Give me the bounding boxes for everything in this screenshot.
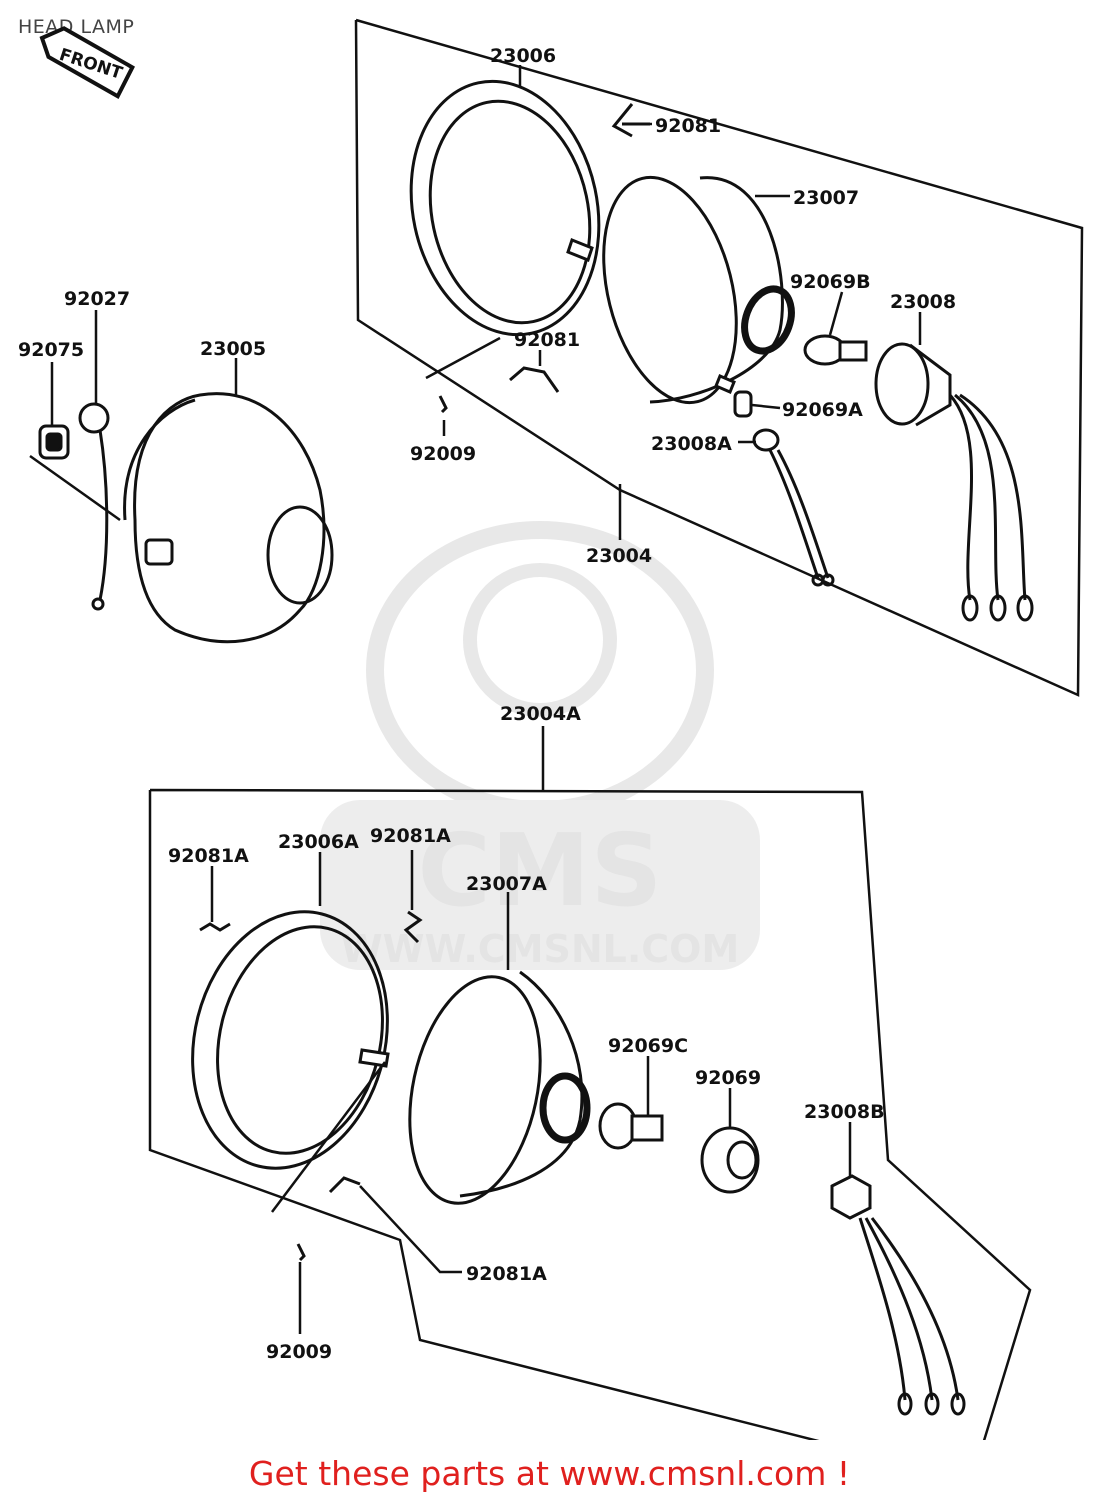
screw-92009-lower bbox=[296, 1243, 306, 1262]
socket-92069 bbox=[700, 1126, 760, 1194]
label-92009-upper: 92009 bbox=[410, 443, 476, 465]
lower-assembly-frame bbox=[148, 788, 1032, 1440]
leader-92069B bbox=[828, 291, 844, 336]
page-title: HEAD LAMP bbox=[18, 16, 135, 38]
label-23004A: 23004A bbox=[500, 703, 581, 725]
socket-23008A bbox=[752, 428, 835, 587]
headlamp-rim-23006A bbox=[191, 910, 390, 1170]
socket-23008B bbox=[830, 1174, 966, 1416]
label-92081A-left: 92081A bbox=[168, 845, 249, 867]
bulb-92069B bbox=[803, 334, 868, 366]
leader-92075-housing bbox=[29, 454, 121, 522]
headlamp-housing-23005 bbox=[123, 392, 334, 644]
watermark-brand: CMS bbox=[418, 812, 663, 929]
clip-92081A-mid bbox=[403, 910, 423, 944]
clip-92081-lower bbox=[509, 366, 560, 393]
label-92081A-bottom: 92081A bbox=[466, 1263, 547, 1285]
label-92081-upper: 92081 bbox=[655, 115, 721, 137]
reflector-23007A bbox=[408, 970, 591, 1205]
label-92075: 92075 bbox=[18, 339, 84, 361]
leader-92069A bbox=[751, 403, 781, 410]
label-23008: 23008 bbox=[890, 291, 956, 313]
clip-92081A-bottom bbox=[328, 1176, 361, 1194]
clip-92081A-left bbox=[199, 922, 231, 932]
label-23006A: 23006A bbox=[278, 831, 359, 853]
leader-rim-screw-lower bbox=[271, 1061, 386, 1213]
socket-23008 bbox=[874, 342, 1034, 622]
front-direction-arrow: FRONT bbox=[39, 26, 135, 100]
label-23007: 23007 bbox=[793, 187, 859, 209]
footer-promo-link[interactable]: Get these parts at www.cmsnl.com ! bbox=[248, 1454, 851, 1493]
label-23008A: 23008A bbox=[651, 433, 732, 455]
label-92081A-mid: 92081A bbox=[370, 825, 451, 847]
label-92069C: 92069C bbox=[608, 1035, 688, 1057]
label-23008B: 23008B bbox=[804, 1101, 885, 1123]
wire-clip-92027 bbox=[78, 402, 110, 611]
label-23006: 23006 bbox=[490, 45, 556, 67]
headlamp-rim-23006 bbox=[409, 79, 601, 337]
bulb-92069C bbox=[598, 1102, 664, 1150]
label-92009-lower: 92009 bbox=[266, 1341, 332, 1363]
exploded-view-diagram: CMS WWW.CMSNL.COM FRONT bbox=[18, 18, 1084, 1440]
upper-assembly-frame bbox=[354, 18, 1084, 697]
label-92081-lower: 92081 bbox=[514, 329, 580, 351]
screw-92009-upper bbox=[438, 395, 448, 414]
leader-92081A-bottom bbox=[359, 1185, 462, 1274]
clip-92081-upper bbox=[611, 103, 650, 138]
label-92069B: 92069B bbox=[790, 271, 871, 293]
watermark-url: WWW.CMSNL.COM bbox=[341, 927, 740, 971]
label-92069: 92069 bbox=[695, 1067, 761, 1089]
reflector-23007 bbox=[602, 175, 795, 405]
leader-rim-screw bbox=[425, 336, 501, 380]
label-92027: 92027 bbox=[64, 288, 130, 310]
label-23005: 23005 bbox=[200, 338, 266, 360]
label-92069A: 92069A bbox=[782, 399, 863, 421]
cms-watermark-logo: CMS WWW.CMSNL.COM bbox=[320, 521, 760, 971]
grommet-92075 bbox=[38, 424, 70, 460]
bulb-92069A bbox=[733, 390, 753, 418]
label-23004: 23004 bbox=[586, 545, 652, 567]
label-23007A: 23007A bbox=[466, 873, 547, 895]
